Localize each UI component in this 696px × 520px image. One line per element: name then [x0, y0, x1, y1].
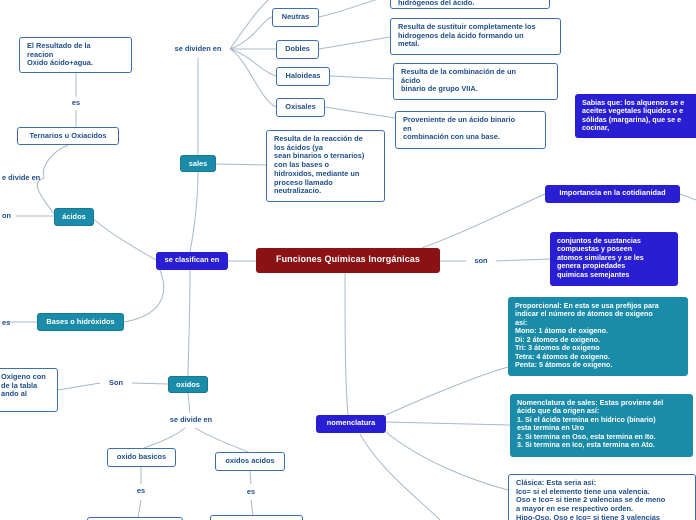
se-divide-en-partial-label[interactable]: e divide en: [2, 173, 41, 182]
oxido-basicos-node[interactable]: oxido basicos: [107, 448, 176, 467]
es-label-3[interactable]: es: [246, 487, 256, 496]
conjuntos-node[interactable]: conjuntos de sustancias compuestas y pos…: [550, 232, 678, 286]
clasica-node[interactable]: Clásica: Esta seria así: Ico= si el elem…: [508, 474, 696, 520]
se-clasifican-en-node[interactable]: se clasifican en: [156, 252, 228, 270]
es-partial-label[interactable]: es: [2, 318, 10, 327]
dobles-node[interactable]: Dobles: [276, 40, 319, 59]
son-partial-label[interactable]: on: [2, 211, 12, 220]
bases-node[interactable]: Bases o hidróxidos: [37, 313, 124, 331]
proporcional-node[interactable]: Proporcional: En esta se usa prefijos pa…: [508, 297, 688, 376]
oxidos-acidos-node[interactable]: oxidos acidos: [215, 452, 285, 471]
oxidos-acidos-child-node[interactable]: [210, 515, 303, 520]
ternarios-node[interactable]: Ternarios u Oxiacidos: [17, 127, 119, 145]
son-oxidos-label[interactable]: Son: [109, 378, 123, 387]
son-label[interactable]: son: [474, 256, 488, 265]
oxigeno-partial-node[interactable]: Oxígeno con de la tabla ando al: [0, 368, 58, 412]
oxisales-node[interactable]: Oxisales: [276, 98, 325, 117]
resultado-node[interactable]: El Resultado de la reacion Oxido ácido+a…: [19, 37, 132, 73]
es-label-2[interactable]: es: [136, 486, 146, 495]
oxidos-node[interactable]: oxidos: [168, 376, 208, 393]
hidrogenos-description[interactable]: hidrógenos del ácido.: [390, 0, 550, 9]
sabias-que-node[interactable]: Sabias que: los alquenos se e aceites ve…: [575, 94, 696, 138]
central-topic[interactable]: Funciones Químicas Inorgánicas: [256, 248, 440, 273]
se-dividen-en-label[interactable]: se dividen en: [174, 44, 222, 53]
oxisales-description[interactable]: Proveniente de un ácido binario en combi…: [395, 111, 546, 149]
acidos-node[interactable]: ácidos: [54, 208, 94, 226]
sales-node[interactable]: sales: [180, 155, 216, 172]
sales-description[interactable]: Resulta de la reacción de los ácidos (ya…: [266, 130, 385, 202]
haloideas-description[interactable]: Resulta de la combinación de un ácido bi…: [393, 63, 558, 100]
importancia-node[interactable]: Importancia en la cotidianidad: [545, 185, 680, 203]
nomenclatura-node[interactable]: nomenclatura: [316, 415, 386, 433]
se-divide-en-label[interactable]: se divide en: [169, 415, 213, 424]
haloideas-node[interactable]: Haloideas: [276, 67, 330, 86]
es-label-1[interactable]: es: [71, 98, 81, 107]
oxido-basicos-child-node[interactable]: [87, 517, 183, 520]
neutras-node[interactable]: Neutras: [272, 8, 319, 27]
neutras-description[interactable]: Resulta de sustituir completamente los h…: [390, 18, 561, 55]
nomenclatura-sales-node[interactable]: Nomenclatura de sales: Estas proviene de…: [510, 394, 693, 457]
